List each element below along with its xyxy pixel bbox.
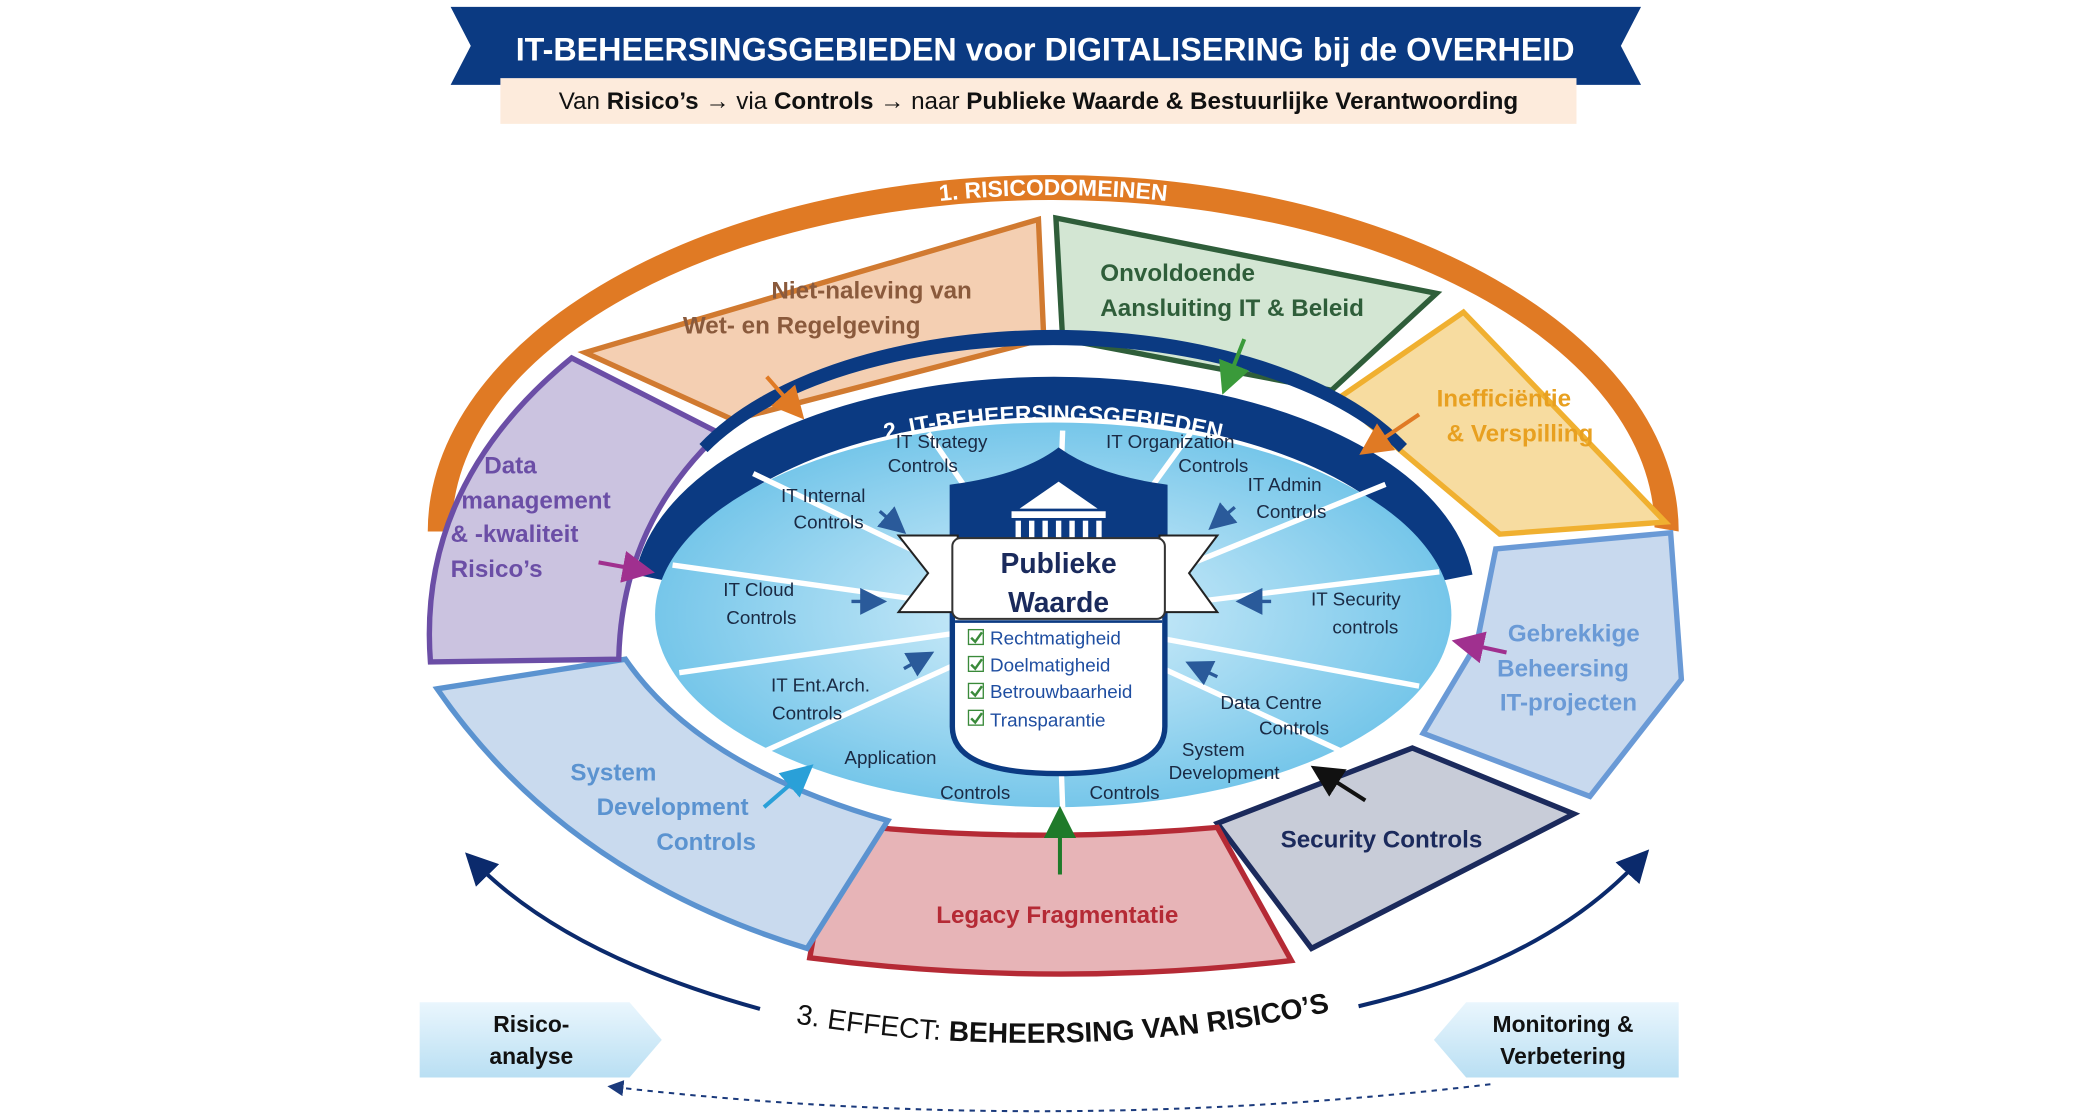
risk-arrows [598, 338, 1507, 875]
svg-text:Monitoring &Verbetering: Monitoring &Verbetering [1493, 1011, 1634, 1069]
svg-text:Inefficiëntie& Verspilling: Inefficiëntie& Verspilling [1437, 385, 1594, 447]
title-text: IT-BEHEERSINGSGEBIEDEN voor DIGITALISERI… [516, 32, 1575, 68]
risk-analysis-box: Risico-analyse [419, 1002, 662, 1078]
government-building-icon [1011, 481, 1106, 551]
title-banner: IT-BEHEERSINGSGEBIEDEN voor DIGITALISERI… [450, 6, 1642, 85]
svg-text:Security Controls: Security Controls [1281, 827, 1483, 854]
risk-domain-inefficiency[interactable]: Inefficiëntie& Verspilling [1333, 308, 1672, 537]
checkbox-checked-icon [967, 709, 984, 726]
risk-ring-label: 1. RISICODOMEINEN [938, 174, 1169, 206]
feedback-arrow [607, 1080, 1491, 1113]
effect-label: 3. EFFECT: BEHEERSING VAN RISICO’S [795, 986, 1332, 1049]
svg-text:Rechtmatigheid: Rechtmatigheid [990, 627, 1121, 648]
checkbox-checked-icon [967, 655, 984, 673]
svg-text:Betrouwbaarheid: Betrouwbaarheid [990, 681, 1132, 702]
checkbox-checked-icon [967, 628, 984, 646]
center-title-line2: Waarde [1008, 586, 1109, 618]
svg-text:Risico-analyse: Risico-analyse [489, 1011, 573, 1069]
ribbon [896, 534, 959, 614]
subtitle-box: Van Risico’s → via Controls → naar Publi… [500, 78, 1577, 124]
risk-domain-legacy[interactable]: Legacy Fragmentatie [806, 820, 1296, 977]
control-it-ent-arch[interactable]: IT Ent.Arch.Controls [771, 675, 870, 724]
effect-arrows [465, 849, 1650, 1011]
risk-domain-security[interactable]: Security Controls [1213, 745, 1581, 952]
center-title-line1: Publieke [1001, 547, 1117, 579]
controls-ring-band [635, 376, 1473, 583]
checkbox-checked-icon [967, 682, 984, 699]
inner-arrows [851, 502, 1272, 686]
svg-text:Transparantie: Transparantie [990, 709, 1105, 730]
monitoring-box: Monitoring &Verbetering [1433, 1002, 1679, 1078]
control-application[interactable]: ApplicationControls [844, 747, 1010, 803]
value-checklist: Rechtmatigheid Doelmatigheid Betrouwbaar… [967, 627, 1132, 730]
svg-text:Legacy Fragmentatie: Legacy Fragmentatie [936, 902, 1178, 929]
subtitle-text: Van Risico’s → via Controls → naar Publi… [559, 88, 1518, 115]
svg-text:Doelmatigheid: Doelmatigheid [990, 654, 1110, 675]
